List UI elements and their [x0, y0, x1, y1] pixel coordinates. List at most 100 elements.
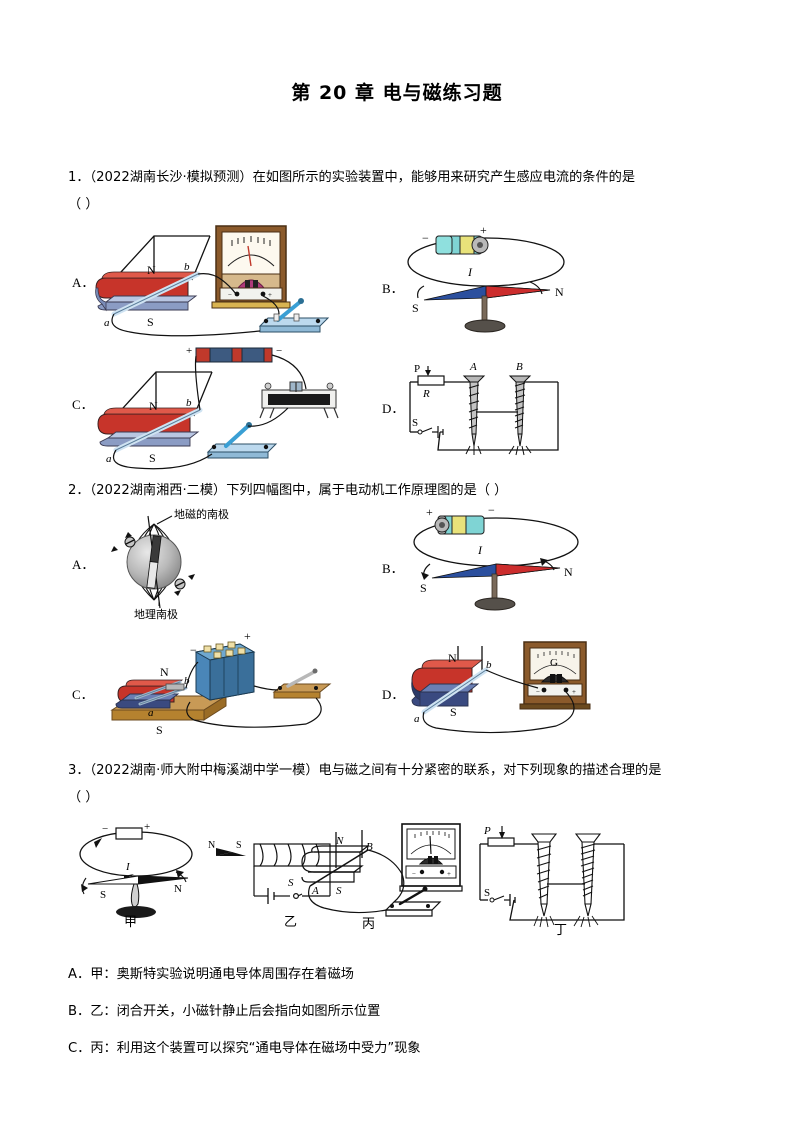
svg-text:−: −: [228, 291, 232, 299]
label-S: S: [156, 723, 163, 737]
label-A: A: [311, 885, 319, 897]
svg-text:+: +: [572, 688, 576, 696]
label-nail-A: A: [469, 361, 477, 373]
label-N: N: [160, 665, 169, 679]
svg-text:+: +: [447, 870, 451, 878]
label-minus: −: [488, 503, 495, 517]
option-1c-letter[interactable]: C．: [72, 397, 94, 412]
battery: [435, 235, 489, 255]
figure-2a: 地磁的南极 地理南极: [106, 507, 296, 621]
compass-small: [124, 536, 136, 548]
svg-text:−: −: [412, 870, 416, 878]
svg-text:+: +: [268, 291, 272, 299]
label-N: N: [208, 840, 215, 851]
label-P: P: [414, 363, 420, 375]
rheostat: [259, 381, 339, 419]
label-b: b: [186, 397, 192, 409]
figure-3-jia: − + I S N 甲: [76, 821, 206, 930]
option-3a[interactable]: A．甲：奥斯特实验说明通电导体周围存在着磁场: [68, 967, 354, 982]
option-3b[interactable]: B．乙：闭合开关，小磁针静止后会指向如图所示位置: [68, 1004, 381, 1019]
question-1-stem: 1．（2022湖南长沙·模拟预测）在如图所示的实验装置中，能够用来研究产生感应电…: [68, 170, 636, 185]
label-N: N: [564, 565, 573, 579]
label-a: a: [414, 713, 420, 725]
label-B: B: [366, 841, 373, 853]
label-S: S: [412, 301, 419, 315]
label-minus: −: [102, 823, 108, 835]
switch: [384, 886, 442, 917]
nail-A: [462, 375, 486, 455]
question-3-blank: （ ）: [68, 790, 99, 805]
label-plus: +: [144, 821, 150, 833]
label-minus: −: [190, 643, 197, 657]
figure-1d: P R S A: [400, 358, 610, 458]
label-plus: +: [186, 345, 192, 357]
figure-3-bing: N B S A 丙: [300, 824, 450, 932]
option-3c[interactable]: C．丙：利用这个装置可以探究“通电导体在磁场中受力”现象: [68, 1041, 421, 1056]
label-P: P: [483, 825, 491, 837]
battery: [434, 515, 485, 535]
label-a: a: [106, 453, 112, 465]
label-switch: S: [484, 887, 490, 899]
figure-2d: N b S a G − +: [410, 634, 640, 738]
switch: [272, 668, 332, 699]
nail-left: [530, 833, 558, 928]
figure-3-ding: P S: [470, 822, 660, 938]
label-S: S: [236, 840, 242, 851]
switch: [258, 298, 330, 333]
label-N: N: [335, 835, 344, 847]
option-2d-letter[interactable]: D．: [382, 687, 405, 702]
question-3-stem: 3．（2022湖南·师大附中梅溪湖中学一模）电与磁之间有十分紧密的联系，对下列现…: [68, 763, 662, 778]
label-G: G: [550, 657, 558, 669]
figure-1b: − + I S N: [400, 223, 630, 338]
caption-ding: 丁: [554, 923, 567, 938]
galvanometer-G: G − +: [519, 641, 591, 710]
label-switch: S: [412, 417, 418, 429]
label-a: a: [104, 317, 110, 329]
label-I: I: [467, 265, 473, 279]
label-b: b: [486, 659, 492, 671]
question-1-blank: （ ）: [68, 197, 99, 212]
label-b: b: [184, 675, 190, 687]
label-plus: +: [426, 505, 433, 519]
figure-1c: N b S a + −: [92, 345, 372, 470]
label-S: S: [149, 451, 156, 465]
label-I: I: [477, 543, 483, 557]
figure-2b: + − I S N: [400, 503, 630, 618]
label-minus: −: [276, 345, 282, 357]
page-title: 第 20 章 电与磁练习题: [291, 82, 503, 104]
label-geomagnetic-south: 地磁的南极: [174, 507, 229, 521]
label-minus: −: [422, 231, 429, 245]
label-S: S: [450, 705, 457, 719]
compass-small-2: [174, 578, 186, 590]
label-S: S: [100, 889, 106, 901]
figure-3-yi: N S: [206, 832, 336, 930]
label-a: a: [148, 707, 154, 719]
switch: [206, 422, 278, 459]
option-2a-letter[interactable]: A．: [72, 557, 95, 572]
galvanometer: − +: [211, 225, 291, 309]
option-2b-letter[interactable]: B．: [382, 561, 404, 576]
label-R: R: [422, 388, 430, 400]
label-nail-B: B: [516, 361, 523, 373]
caption-bing: 丙: [362, 917, 375, 932]
option-1b-letter[interactable]: B．: [382, 281, 404, 296]
label-N: N: [448, 651, 457, 665]
option-1a-letter[interactable]: A．: [72, 275, 95, 290]
nail-right: [573, 833, 602, 928]
caption-yi: 乙: [284, 915, 297, 930]
label-plus: +: [480, 223, 487, 237]
option-2c-letter[interactable]: C．: [72, 687, 94, 702]
question-2-stem: 2．（2022湖南湘西·二模）下列四幅图中，属于电动机工作原理图的是（ ）: [68, 483, 508, 498]
label-switch: S: [288, 877, 294, 889]
nail-B: [508, 375, 532, 456]
figure-1a: N b S a −: [92, 222, 362, 342]
label-plus: +: [244, 629, 251, 643]
svg-text:−: −: [536, 688, 540, 696]
option-1d-letter[interactable]: D．: [382, 401, 405, 416]
battery: [195, 347, 273, 363]
label-N: N: [147, 263, 156, 277]
label-b: b: [184, 261, 190, 273]
figure-2c: N b S a − +: [108, 629, 348, 738]
figure-3-bing-galvanometer: − +: [399, 822, 464, 898]
